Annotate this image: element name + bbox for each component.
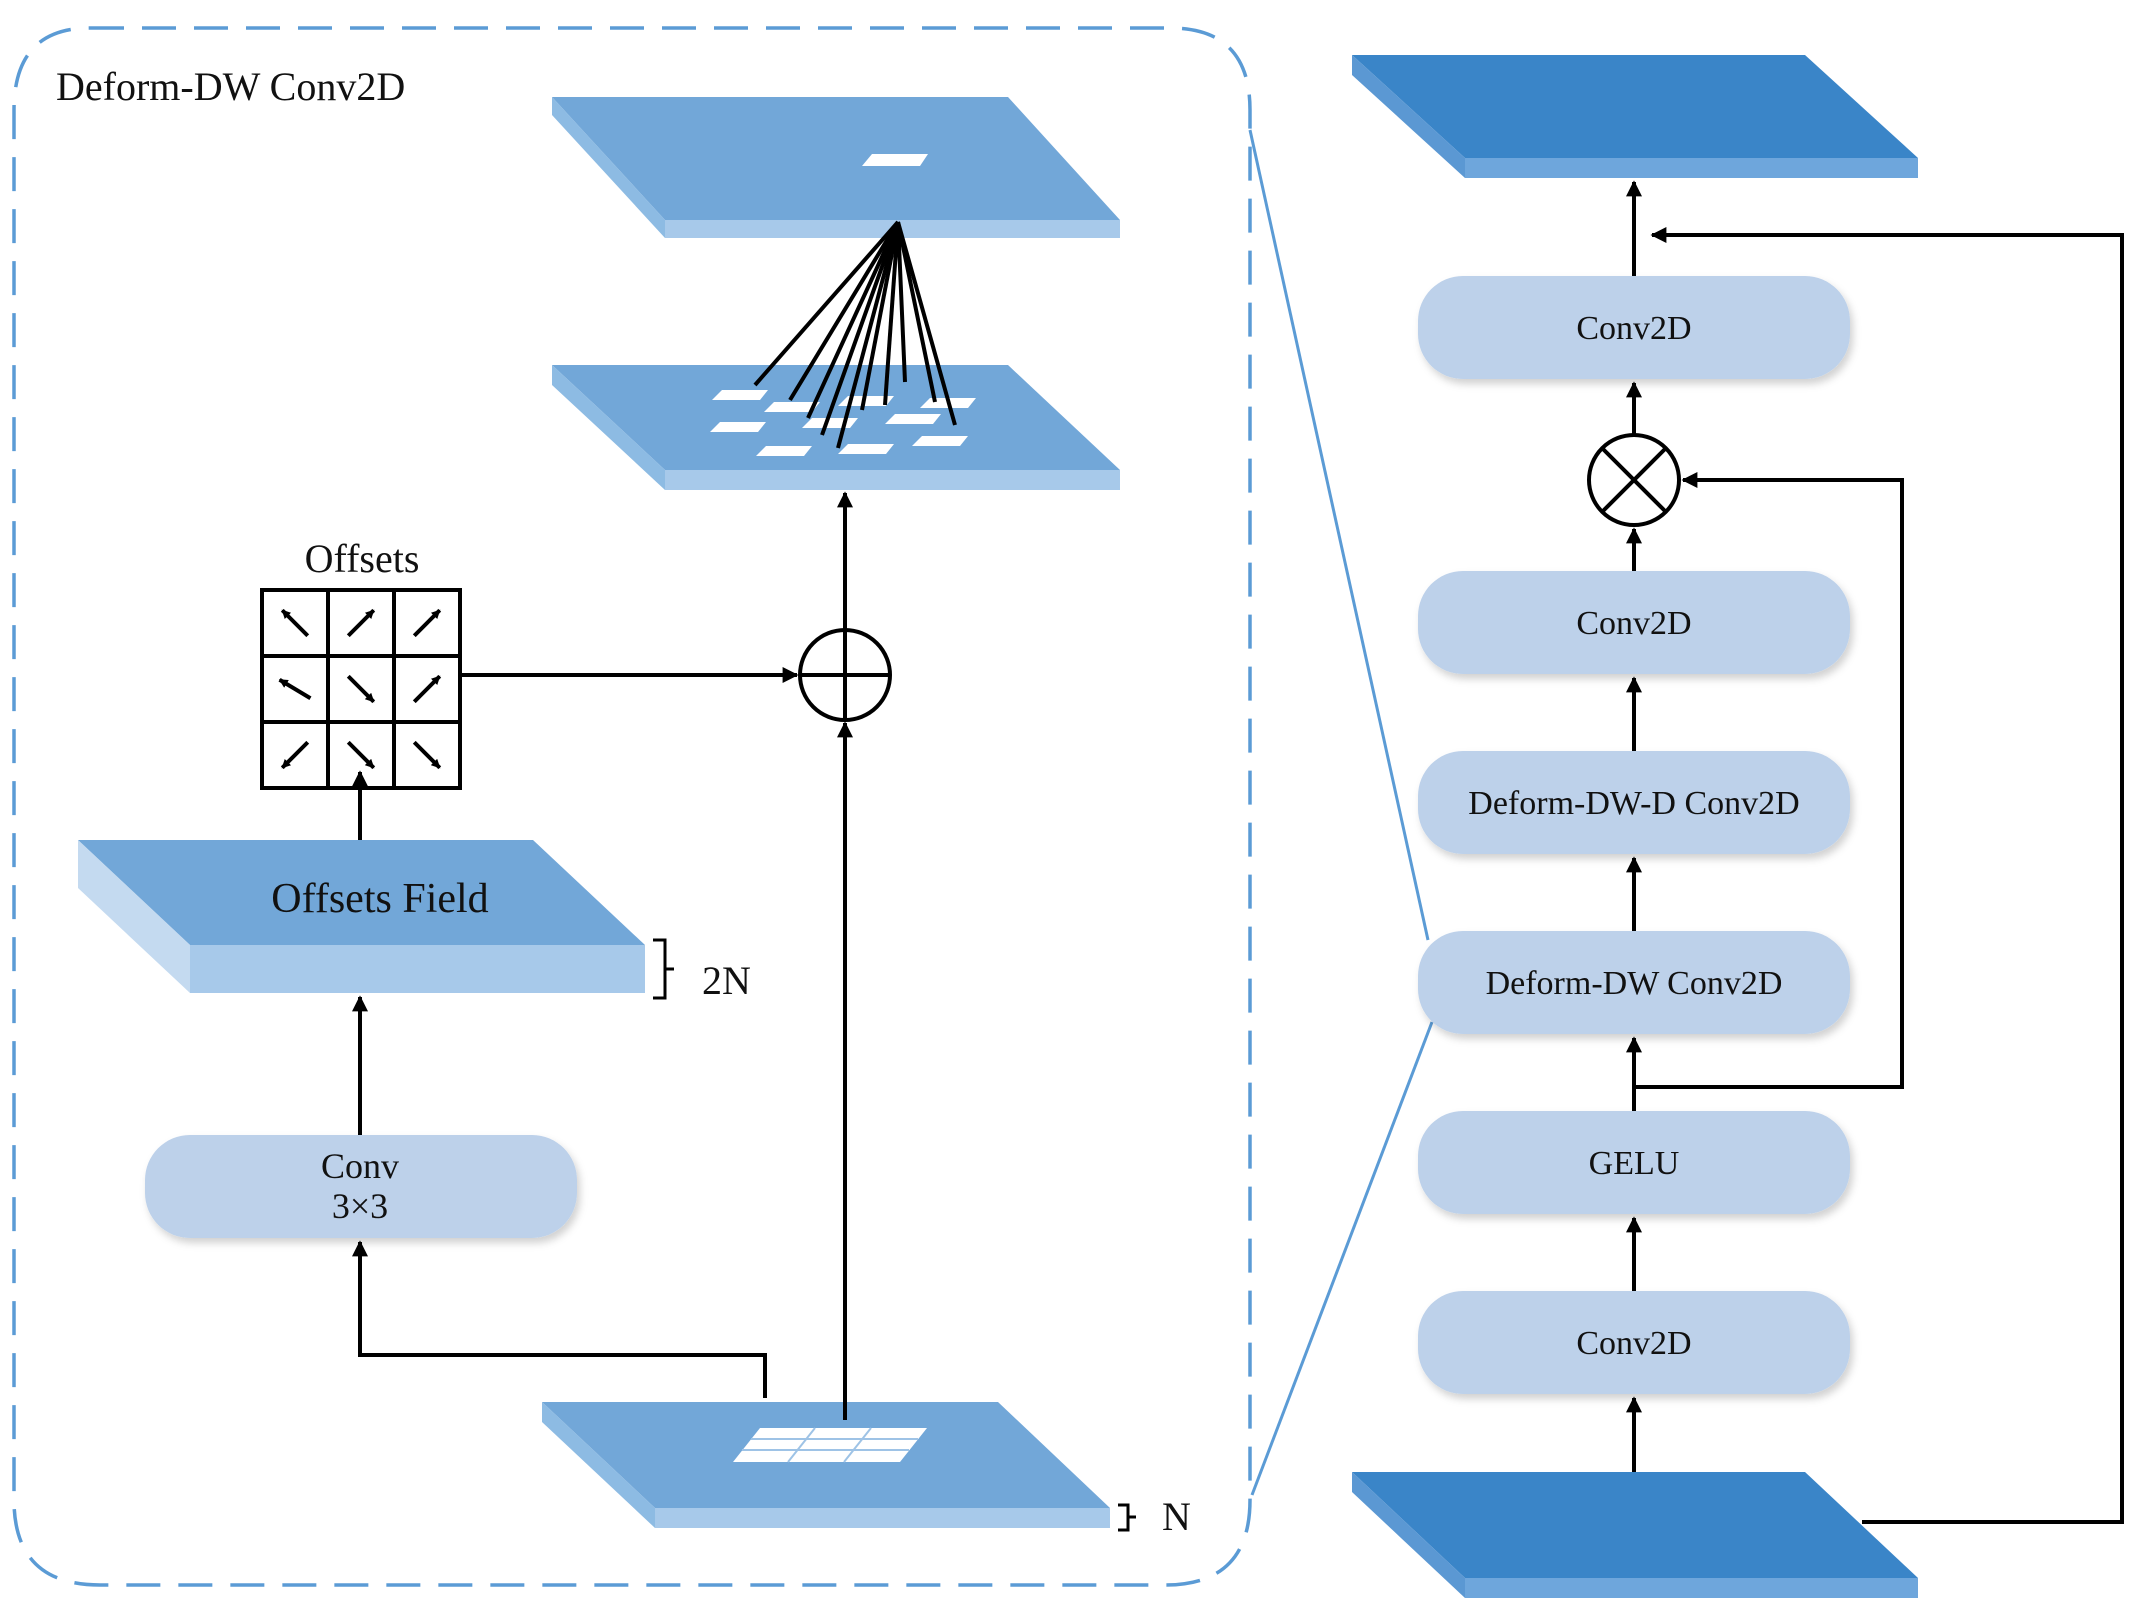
panel-title: Deform-DW Conv2D — [56, 64, 405, 109]
input-feature-plane — [542, 1402, 1110, 1528]
arrow-up-right-icon — [412, 674, 442, 704]
left-connectors — [352, 491, 853, 1420]
zoom-line-bottom — [1250, 1021, 1434, 1496]
svg-text:Conv2D: Conv2D — [1576, 605, 1691, 642]
arrow-down-right-icon — [346, 674, 376, 704]
offsets-grid — [260, 588, 462, 790]
block-conv2d-bottom: Conv2D — [1418, 1291, 1850, 1394]
n-bracket — [1118, 1503, 1136, 1532]
svg-text:GELU: GELU — [1589, 1145, 1680, 1182]
left-panel: Deform-DW Conv2D — [12, 26, 1434, 1587]
svg-text:Deform-DW-D Conv2D: Deform-DW-D Conv2D — [1468, 785, 1799, 822]
output-plane — [1352, 55, 1918, 178]
conv-3x3-block: Conv 3×3 — [145, 1135, 577, 1238]
arrow-up-left-icon — [280, 608, 310, 638]
input-sampling-grid — [733, 1427, 927, 1463]
circle-times-icon — [1587, 433, 1681, 527]
block-deform-dw-d-conv2d: Deform-DW-D Conv2D — [1418, 751, 1850, 854]
block-deform-dw-conv2d: Deform-DW Conv2D — [1418, 931, 1850, 1034]
output-feature-plane — [552, 97, 1120, 238]
block-conv2d-mid: Conv2D — [1418, 571, 1850, 674]
svg-text:Conv2D: Conv2D — [1576, 310, 1691, 347]
conv-label: Conv — [321, 1146, 399, 1186]
input-plane — [1352, 1472, 1918, 1598]
circle-plus-icon — [798, 628, 892, 722]
arrow-input-to-conv — [352, 1240, 767, 1398]
arrow-down-right-icon — [412, 740, 442, 770]
offsets-field-plane: Offsets Field — [78, 840, 645, 993]
skip-gelu-to-multiply — [1634, 472, 1904, 1089]
svg-text:Deform-DW Conv2D: Deform-DW Conv2D — [1486, 965, 1783, 1002]
output-pixel — [862, 154, 928, 166]
right-connectors — [1626, 180, 2124, 1524]
offsets-field-label: Offsets Field — [271, 876, 488, 922]
n-dimension-label: N — [1162, 1494, 1191, 1539]
block-conv2d-top: Conv2D — [1418, 276, 1850, 379]
arrow-up-right-icon — [412, 608, 442, 638]
arrow-up-right-icon — [346, 608, 376, 638]
conv-kernel-label: 3×3 — [332, 1186, 388, 1226]
arrow-down-left-icon — [280, 740, 310, 770]
panel-dashed-border — [12, 26, 1252, 1587]
sampled-feature-plane — [552, 220, 1120, 490]
right-panel: Conv2D Conv2D Deform-DW-D Conv2D Deform-… — [1352, 55, 2124, 1598]
offsets-label: Offsets — [305, 536, 420, 581]
2n-bracket — [653, 938, 674, 1000]
block-gelu: GELU — [1418, 1111, 1850, 1214]
2n-dimension-label: 2N — [702, 958, 751, 1003]
skip-input-to-output — [1650, 227, 2124, 1524]
arrow-down-right-icon — [346, 740, 376, 770]
arrow-left-up-icon — [278, 678, 312, 700]
svg-text:Conv2D: Conv2D — [1576, 1325, 1691, 1362]
sampling-lines — [753, 220, 957, 449]
zoom-line-top — [1248, 129, 1430, 941]
